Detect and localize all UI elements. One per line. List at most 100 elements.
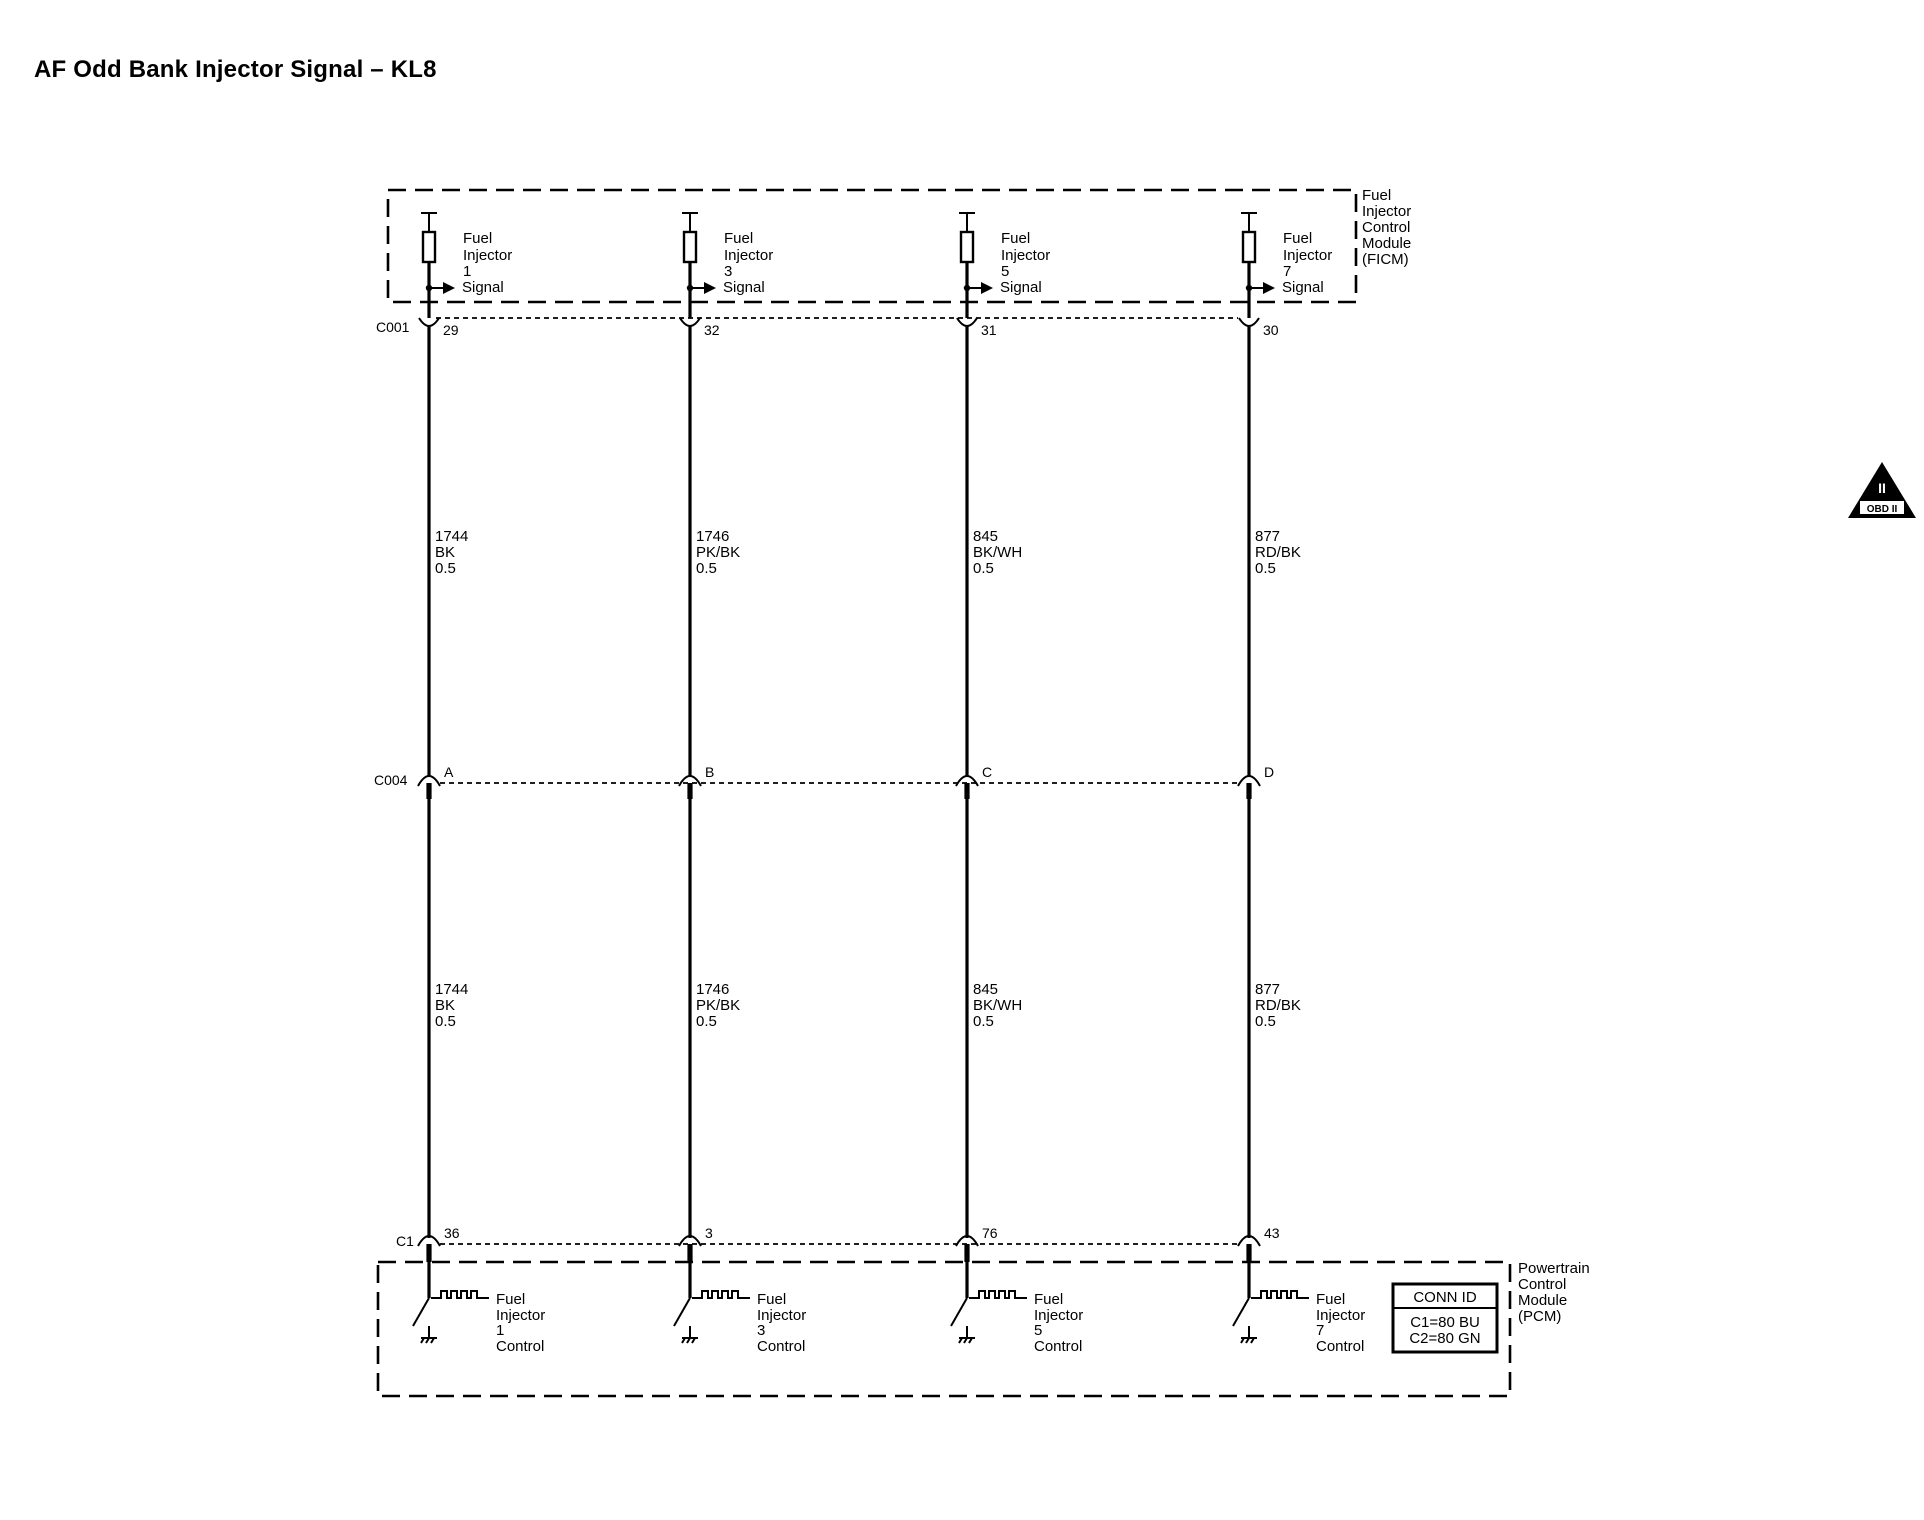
c1-pin-number: 3 — [705, 1225, 713, 1241]
c004-pin-letter: C — [982, 764, 992, 780]
ground-icon — [958, 1337, 975, 1344]
wire-upper-label: 1746 — [696, 528, 729, 545]
driver-switch — [412, 1297, 430, 1327]
ground-icon — [681, 1337, 698, 1344]
circuit-column: FuelInjector3Signal321746PK/BK0.5B1746PK… — [673, 212, 806, 1355]
injector-resistor — [682, 230, 698, 264]
ficm-circuit-label: 3 — [724, 263, 732, 280]
pcm-module-label: Powertrain Control Module (PCM) — [1518, 1260, 1590, 1325]
connector-c001-pin — [679, 317, 701, 327]
driver-switch — [673, 1297, 691, 1327]
wire-upper-label: 0.5 — [435, 560, 456, 577]
circuit-group: FuelInjector1Signal291744BK0.5A1744BK0.5… — [412, 212, 1365, 1355]
pcm-circuit-label: Fuel — [1034, 1291, 1063, 1308]
c004-pin-letter: D — [1264, 764, 1274, 780]
wire-upper-label: 877 — [1255, 528, 1280, 545]
wire-lower-label: 0.5 — [435, 1013, 456, 1030]
pcm-circuit-label: Injector — [496, 1307, 545, 1324]
signal-arrow-head — [981, 282, 993, 294]
wire-upper-label: RD/BK — [1255, 544, 1301, 561]
ficm-label-line: Module — [1362, 235, 1411, 252]
ficm-circuit-label: Injector — [1283, 247, 1332, 264]
ficm-circuit-label: Injector — [1001, 247, 1050, 264]
wire-lower-label: 1744 — [435, 981, 468, 998]
wire-lower-label: 877 — [1255, 981, 1280, 998]
pwm-waveform-icon — [692, 1290, 750, 1299]
pcm-circuit-label: 3 — [757, 1322, 765, 1339]
pcm-circuit-label: Injector — [1034, 1307, 1083, 1324]
ficm-circuit-label: 7 — [1283, 263, 1291, 280]
wire-lower-label: BK/WH — [973, 997, 1022, 1014]
wire-stub — [687, 1244, 693, 1262]
wire-upper-label: PK/BK — [696, 544, 740, 561]
wire-stub — [426, 1244, 432, 1262]
ficm-circuit-label: Fuel — [463, 230, 492, 247]
conn-id-row: C2=80 GN — [1409, 1330, 1480, 1347]
signal-arrow-head — [443, 282, 455, 294]
ficm-label-line: Injector — [1362, 203, 1411, 220]
pcm-circuit-label: Fuel — [757, 1291, 786, 1308]
connector-c004-pin — [955, 775, 979, 787]
connector-c004-pin — [417, 775, 441, 787]
connector-c001-pin — [1238, 317, 1260, 327]
pcm-label-line: Control — [1518, 1276, 1566, 1293]
ficm-label-line: Fuel — [1362, 187, 1391, 204]
c1-pin-number: 76 — [982, 1225, 998, 1241]
wire-stub — [426, 783, 432, 799]
page-title: AF Odd Bank Injector Signal – KL8 — [34, 56, 437, 83]
driver-switch — [1232, 1297, 1250, 1327]
ficm-module-label: Fuel Injector Control Module (FICM) — [1362, 187, 1411, 268]
injector-resistor — [421, 230, 437, 264]
ficm-label-line: (FICM) — [1362, 251, 1409, 268]
ficm-label-line: Control — [1362, 219, 1410, 236]
c1-pin-number: 43 — [1264, 1225, 1280, 1241]
pcm-circuit-label: 5 — [1034, 1322, 1042, 1339]
wire-upper-label: 0.5 — [1255, 560, 1276, 577]
wire-upper-label: 0.5 — [973, 560, 994, 577]
conn-id-row: C1=80 BU — [1410, 1314, 1480, 1331]
c1-pin-number: 36 — [444, 1225, 460, 1241]
ficm-circuit-label: Injector — [724, 247, 773, 264]
pcm-circuit-label: 1 — [496, 1322, 504, 1339]
pcm-label-line: Powertrain — [1518, 1260, 1590, 1277]
pcm-circuit-label: 7 — [1316, 1322, 1324, 1339]
obd-ii-warning-icon: II OBD II — [1848, 462, 1916, 518]
connector-c004-pin — [1237, 775, 1261, 787]
wire-lower-label: RD/BK — [1255, 997, 1301, 1014]
pwm-waveform-icon — [1251, 1290, 1309, 1299]
wire-lower-label: 0.5 — [696, 1013, 717, 1030]
wire-upper-label: 845 — [973, 528, 998, 545]
ground-icon — [420, 1337, 437, 1344]
pcm-label-line: (PCM) — [1518, 1308, 1561, 1325]
pwm-waveform-icon — [431, 1290, 489, 1299]
conn-id-box: CONN ID C1=80 BU C2=80 GN — [1391, 1282, 1499, 1354]
pwm-waveform-icon — [969, 1290, 1027, 1299]
wire-lower-label: BK — [435, 997, 455, 1014]
signal-arrow-head — [704, 282, 716, 294]
ficm-circuit-label: Signal — [1282, 279, 1324, 296]
wire-stub — [687, 783, 693, 799]
pcm-circuit-label: Control — [496, 1338, 544, 1355]
driver-switch — [950, 1297, 968, 1327]
svg-text:II: II — [1878, 480, 1886, 496]
wire-upper-label: BK/WH — [973, 544, 1022, 561]
wire-upper-label: BK — [435, 544, 455, 561]
signal-arrow-head — [1263, 282, 1275, 294]
pcm-module-box — [376, 1260, 1512, 1398]
connector-c001-label: C001 — [376, 319, 410, 335]
pcm-circuit-label: Injector — [1316, 1307, 1365, 1324]
circuit-column: FuelInjector1Signal291744BK0.5A1744BK0.5… — [412, 212, 545, 1355]
pcm-circuit-label: Fuel — [496, 1291, 525, 1308]
connector-c1-pin — [955, 1235, 979, 1247]
ficm-circuit-label: Fuel — [724, 230, 753, 247]
connector-c001-pin — [956, 317, 978, 327]
obd-ii-badge-text: OBD II — [1867, 504, 1898, 515]
ficm-circuit-label: Fuel — [1001, 230, 1030, 247]
circuit-column: FuelInjector7Signal30877RD/BK0.5D877RD/B… — [1232, 212, 1365, 1355]
connector-c004-pin — [678, 775, 702, 787]
wire-stub — [964, 783, 970, 799]
ficm-circuit-label: Fuel — [1283, 230, 1312, 247]
wire-lower-label: PK/BK — [696, 997, 740, 1014]
ficm-circuit-label: 5 — [1001, 263, 1009, 280]
